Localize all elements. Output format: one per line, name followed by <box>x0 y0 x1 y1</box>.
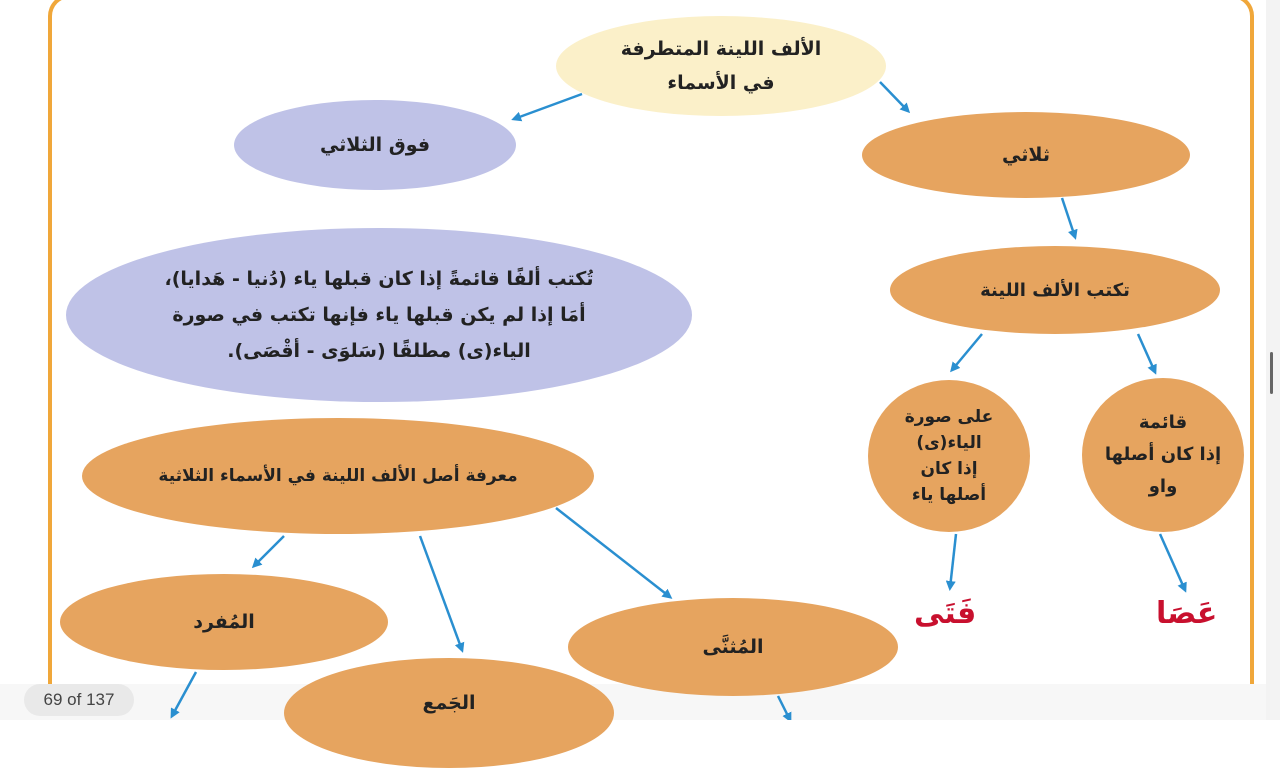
example-fata: فَتَى <box>914 596 977 631</box>
ya-form-line: إذا كان <box>920 459 978 479</box>
rule-node: تُكتب ألفًا قائمةً إذا كان قبلها ياء (دُ… <box>66 228 692 402</box>
three-letter-node: ثلاثي <box>862 112 1190 198</box>
arrow-written-to-ya <box>950 333 983 373</box>
ya-form-line: أصلها ياء <box>911 485 987 505</box>
diagram-frame <box>48 0 1254 684</box>
title-line: الألف اللينة المتطرفة <box>620 38 822 60</box>
written-as-label: تكتب الألف اللينة <box>980 279 1130 301</box>
rule-line: تُكتب ألفًا قائمةً إذا كان قبلها ياء (دُ… <box>164 268 594 290</box>
example-asa: عَصَا <box>1156 596 1218 631</box>
dual-node: المُثنَّى <box>568 598 898 696</box>
arrow-tri-to-written <box>1060 197 1078 240</box>
arrow-written-to-standing <box>1136 333 1157 375</box>
arrow-ya-to-fata <box>945 533 958 591</box>
plural-label: الجَمع <box>422 692 476 714</box>
title-line: في الأسماء <box>667 72 775 94</box>
arrow-know-to-dual <box>555 507 673 599</box>
arrow-singular-offscreen <box>170 671 198 719</box>
knowing-origin-label: معرفة أصل الألف اللينة في الأسماء الثلاث… <box>158 466 518 486</box>
above-three-label: فوق الثلاثي <box>319 134 431 156</box>
ya-form-line: الياء(ى) <box>916 433 982 453</box>
plural-node: الجَمع <box>284 658 614 768</box>
arrow-title-to-above <box>511 92 583 122</box>
rule-line: أمَا إذا لم يكن قبلها ياء فإنها تكتب في … <box>172 304 586 326</box>
arrow-know-to-singular <box>251 535 285 569</box>
written-as-node: تكتب الألف اللينة <box>890 246 1220 334</box>
scrollbar-track[interactable] <box>1266 0 1280 720</box>
knowing-origin-node: معرفة أصل الألف اللينة في الأسماء الثلاث… <box>82 418 594 534</box>
above-three-node: فوق الثلاثي <box>234 100 516 190</box>
standing-node: قائمة إذا كان أصلها واو <box>1082 378 1244 532</box>
singular-label: المُفرد <box>193 611 255 633</box>
scrollbar-thumb[interactable] <box>1270 352 1273 394</box>
page-bottom-edge <box>0 684 1280 720</box>
arrow-title-to-tri <box>879 81 911 114</box>
three-letter-label: ثلاثي <box>1002 144 1050 166</box>
standing-line: قائمة <box>1138 412 1188 433</box>
rule-line: الياء(ى) مطلقًا (سَلوَى - أقْصَى). <box>227 340 531 362</box>
dual-label: المُثنَّى <box>702 636 764 658</box>
arrow-standing-to-asa <box>1158 533 1187 593</box>
connector-arrows <box>170 81 1187 720</box>
standing-line: واو <box>1148 476 1178 497</box>
singular-node: المُفرد <box>60 574 388 670</box>
arrow-know-to-plural <box>418 535 465 653</box>
arrow-plural-offscreen <box>776 695 792 720</box>
ya-form-line: على صورة <box>904 407 994 427</box>
title-node: الألف اللينة المتطرفة في الأسماء <box>556 16 886 116</box>
page-indicator[interactable]: 69 of 137 <box>24 684 134 716</box>
standing-line: إذا كان أصلها <box>1104 444 1222 465</box>
ya-form-node: على صورة الياء(ى) إذا كان أصلها ياء <box>868 380 1030 532</box>
